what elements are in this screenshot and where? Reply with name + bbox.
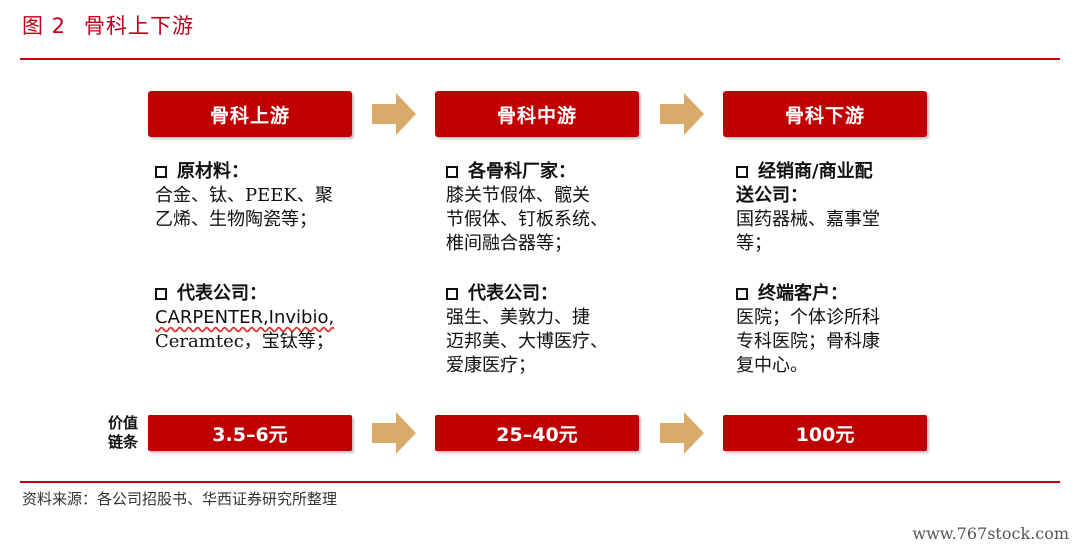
stage-downstream-box: 骨科下游 — [723, 91, 927, 137]
text-line: 椎间融合器等； — [446, 233, 572, 254]
downstream-distributors: 经销商/商业配 送公司： 国药器械、嘉事堂 等； — [736, 160, 880, 256]
text-line: 强生、美敦力、捷 — [446, 307, 590, 328]
section-heading: 代表公司： — [155, 282, 334, 306]
section-heading: 代表公司： — [446, 282, 608, 306]
text-line: CARPENTER,Invibio, — [155, 307, 335, 328]
stage-midstream-label: 骨科中游 — [496, 104, 577, 127]
arrow-right-icon — [660, 412, 704, 454]
stage-upstream-label: 骨科上游 — [209, 104, 290, 127]
value-midstream: 25–40元 — [496, 423, 578, 446]
text-line: 膝关节假体、髋关 — [446, 185, 590, 206]
text-line: 复中心。 — [736, 355, 808, 376]
stage-upstream-box: 骨科上游 — [148, 91, 352, 137]
watermark: www.767stock.com — [912, 524, 1069, 543]
text-line: 节假体、钉板系统、 — [446, 209, 608, 230]
text-line: 爱康医疗； — [446, 355, 536, 376]
checkbox-square-icon — [736, 288, 748, 300]
midstream-manufacturers: 各骨科厂家： 膝关节假体、髋关 节假体、钉板系统、 椎间融合器等； — [446, 160, 608, 256]
top-divider — [20, 58, 1060, 60]
arrow-right-icon — [660, 93, 704, 135]
text-line: 医院；个体诊所科 — [736, 307, 880, 328]
stage-downstream-label: 骨科下游 — [784, 104, 865, 127]
section-heading: 原材料： — [155, 160, 333, 184]
checkbox-square-icon — [155, 166, 167, 178]
text-line: Ceramtec，宝钛等； — [155, 331, 334, 352]
figure-number: 图 2 — [22, 14, 67, 38]
downstream-end-customers: 终端客户： 医院；个体诊所科 专科医院；骨科康 复中心。 — [736, 282, 880, 378]
stage-midstream-box: 骨科中游 — [435, 91, 639, 137]
text-line: 合金、钛、PEEK、聚 — [155, 185, 333, 206]
value-upstream: 3.5–6元 — [212, 423, 288, 446]
arrow-right-icon — [372, 412, 416, 454]
value-downstream-box: 100元 — [723, 415, 927, 451]
figure-title-text: 骨科上下游 — [84, 14, 195, 38]
checkbox-square-icon — [736, 166, 748, 178]
section-heading: 终端客户： — [736, 282, 880, 306]
text-line: 国药器械、嘉事堂 — [736, 209, 880, 230]
text-line: 等； — [736, 233, 772, 254]
section-heading: 各骨科厂家： — [446, 160, 608, 184]
checkbox-square-icon — [446, 166, 458, 178]
value-chain-label: 价值 链条 — [107, 414, 138, 451]
bottom-divider — [20, 481, 1060, 483]
upstream-materials: 原材料： 合金、钛、PEEK、聚 乙烯、生物陶瓷等； — [155, 160, 333, 232]
arrow-right-icon — [372, 93, 416, 135]
section-heading: 经销商/商业配 — [736, 160, 880, 184]
text-line: 专科医院；骨科康 — [736, 331, 880, 352]
source-note: 资料来源：各公司招股书、华西证券研究所整理 — [22, 490, 338, 508]
text-line: 迈邦美、大博医疗、 — [446, 331, 608, 352]
value-midstream-box: 25–40元 — [435, 415, 639, 451]
midstream-companies: 代表公司： 强生、美敦力、捷 迈邦美、大博医疗、 爱康医疗； — [446, 282, 608, 378]
checkbox-square-icon — [446, 288, 458, 300]
figure-title: 图 2 骨科上下游 — [22, 10, 194, 40]
upstream-companies: 代表公司： CARPENTER,Invibio, Ceramtec，宝钛等； — [155, 282, 334, 354]
text-line: 乙烯、生物陶瓷等； — [155, 209, 317, 230]
value-upstream-box: 3.5–6元 — [148, 415, 352, 451]
section-heading-continued: 送公司： — [736, 185, 808, 206]
checkbox-square-icon — [155, 288, 167, 300]
value-downstream: 100元 — [795, 423, 855, 446]
